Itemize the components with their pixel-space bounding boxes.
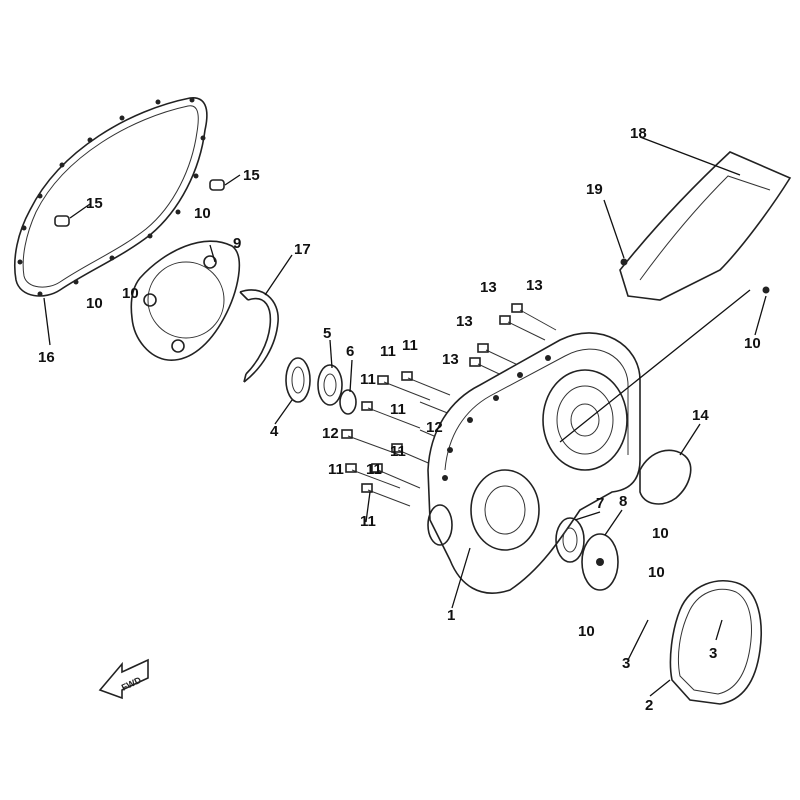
callout-12a: 12 — [322, 425, 339, 442]
callout-8: 8 — [619, 493, 627, 510]
callout-13c: 13 — [456, 313, 473, 330]
callout-14: 14 — [692, 407, 709, 424]
part-4-oil-seal — [285, 357, 311, 403]
part-15-dowel-pins — [54, 179, 225, 227]
fwd-label: FWD — [120, 675, 143, 693]
leader-lines — [43, 136, 767, 697]
forward-direction-arrow: FWD — [98, 658, 149, 700]
part-2-cover-gasket — [669, 579, 762, 705]
callout-4: 4 — [270, 423, 279, 440]
callout-11e: 11 — [390, 443, 406, 460]
part-9-cover-plate — [130, 240, 241, 361]
callout-6: 6 — [346, 343, 354, 360]
callout-11b: 11 — [402, 337, 418, 354]
callout-7: 7 — [596, 495, 604, 512]
part-18-guard — [619, 151, 792, 301]
callout-2: 2 — [645, 697, 653, 714]
part-7-bearing — [555, 517, 585, 563]
callout-11g: 11 — [366, 461, 382, 478]
callout-13a: 13 — [480, 279, 497, 296]
callout-13d: 13 — [442, 351, 459, 368]
part-14-gasket — [639, 449, 692, 505]
callout-11h: 11 — [360, 513, 376, 530]
callout-3b: 3 — [709, 645, 717, 662]
callout-15a: 15 — [243, 167, 260, 184]
callout-11a: 11 — [380, 343, 396, 360]
callout-3a: 3 — [622, 655, 630, 672]
callout-10b: 10 — [86, 295, 103, 312]
part-16-cover-gasket — [13, 97, 208, 297]
callout-5: 5 — [323, 325, 331, 342]
callout-labels: 1 2 3 3 4 5 6 7 8 9 10 10 10 10 10 10 10… — [38, 125, 761, 714]
callout-10d: 10 — [652, 525, 669, 542]
callout-13b: 13 — [526, 277, 543, 294]
callout-10g: 10 — [122, 285, 139, 302]
callout-9: 9 — [233, 235, 241, 252]
part-17-guide-strip — [239, 289, 279, 383]
callout-10e: 10 — [648, 564, 665, 581]
part-1-transmission-case — [427, 289, 751, 594]
callout-10f: 10 — [578, 623, 595, 640]
part-5-bearing-seal — [317, 364, 343, 406]
part-19-bolt — [620, 258, 770, 294]
part-8-retainer-plate — [581, 533, 619, 591]
part-6-o-ring — [339, 389, 357, 415]
callout-11f: 11 — [328, 461, 344, 478]
callout-17: 17 — [294, 241, 311, 258]
callout-10a: 10 — [194, 205, 211, 222]
callout-11d: 11 — [390, 401, 406, 418]
callout-10c: 10 — [744, 335, 761, 352]
callout-1: 1 — [447, 607, 455, 624]
callout-16: 16 — [38, 349, 55, 366]
callout-11c: 11 — [360, 371, 376, 388]
callout-15b: 15 — [86, 195, 103, 212]
callout-19: 19 — [586, 181, 603, 198]
callout-12b: 12 — [426, 419, 443, 436]
callout-18: 18 — [630, 125, 647, 142]
